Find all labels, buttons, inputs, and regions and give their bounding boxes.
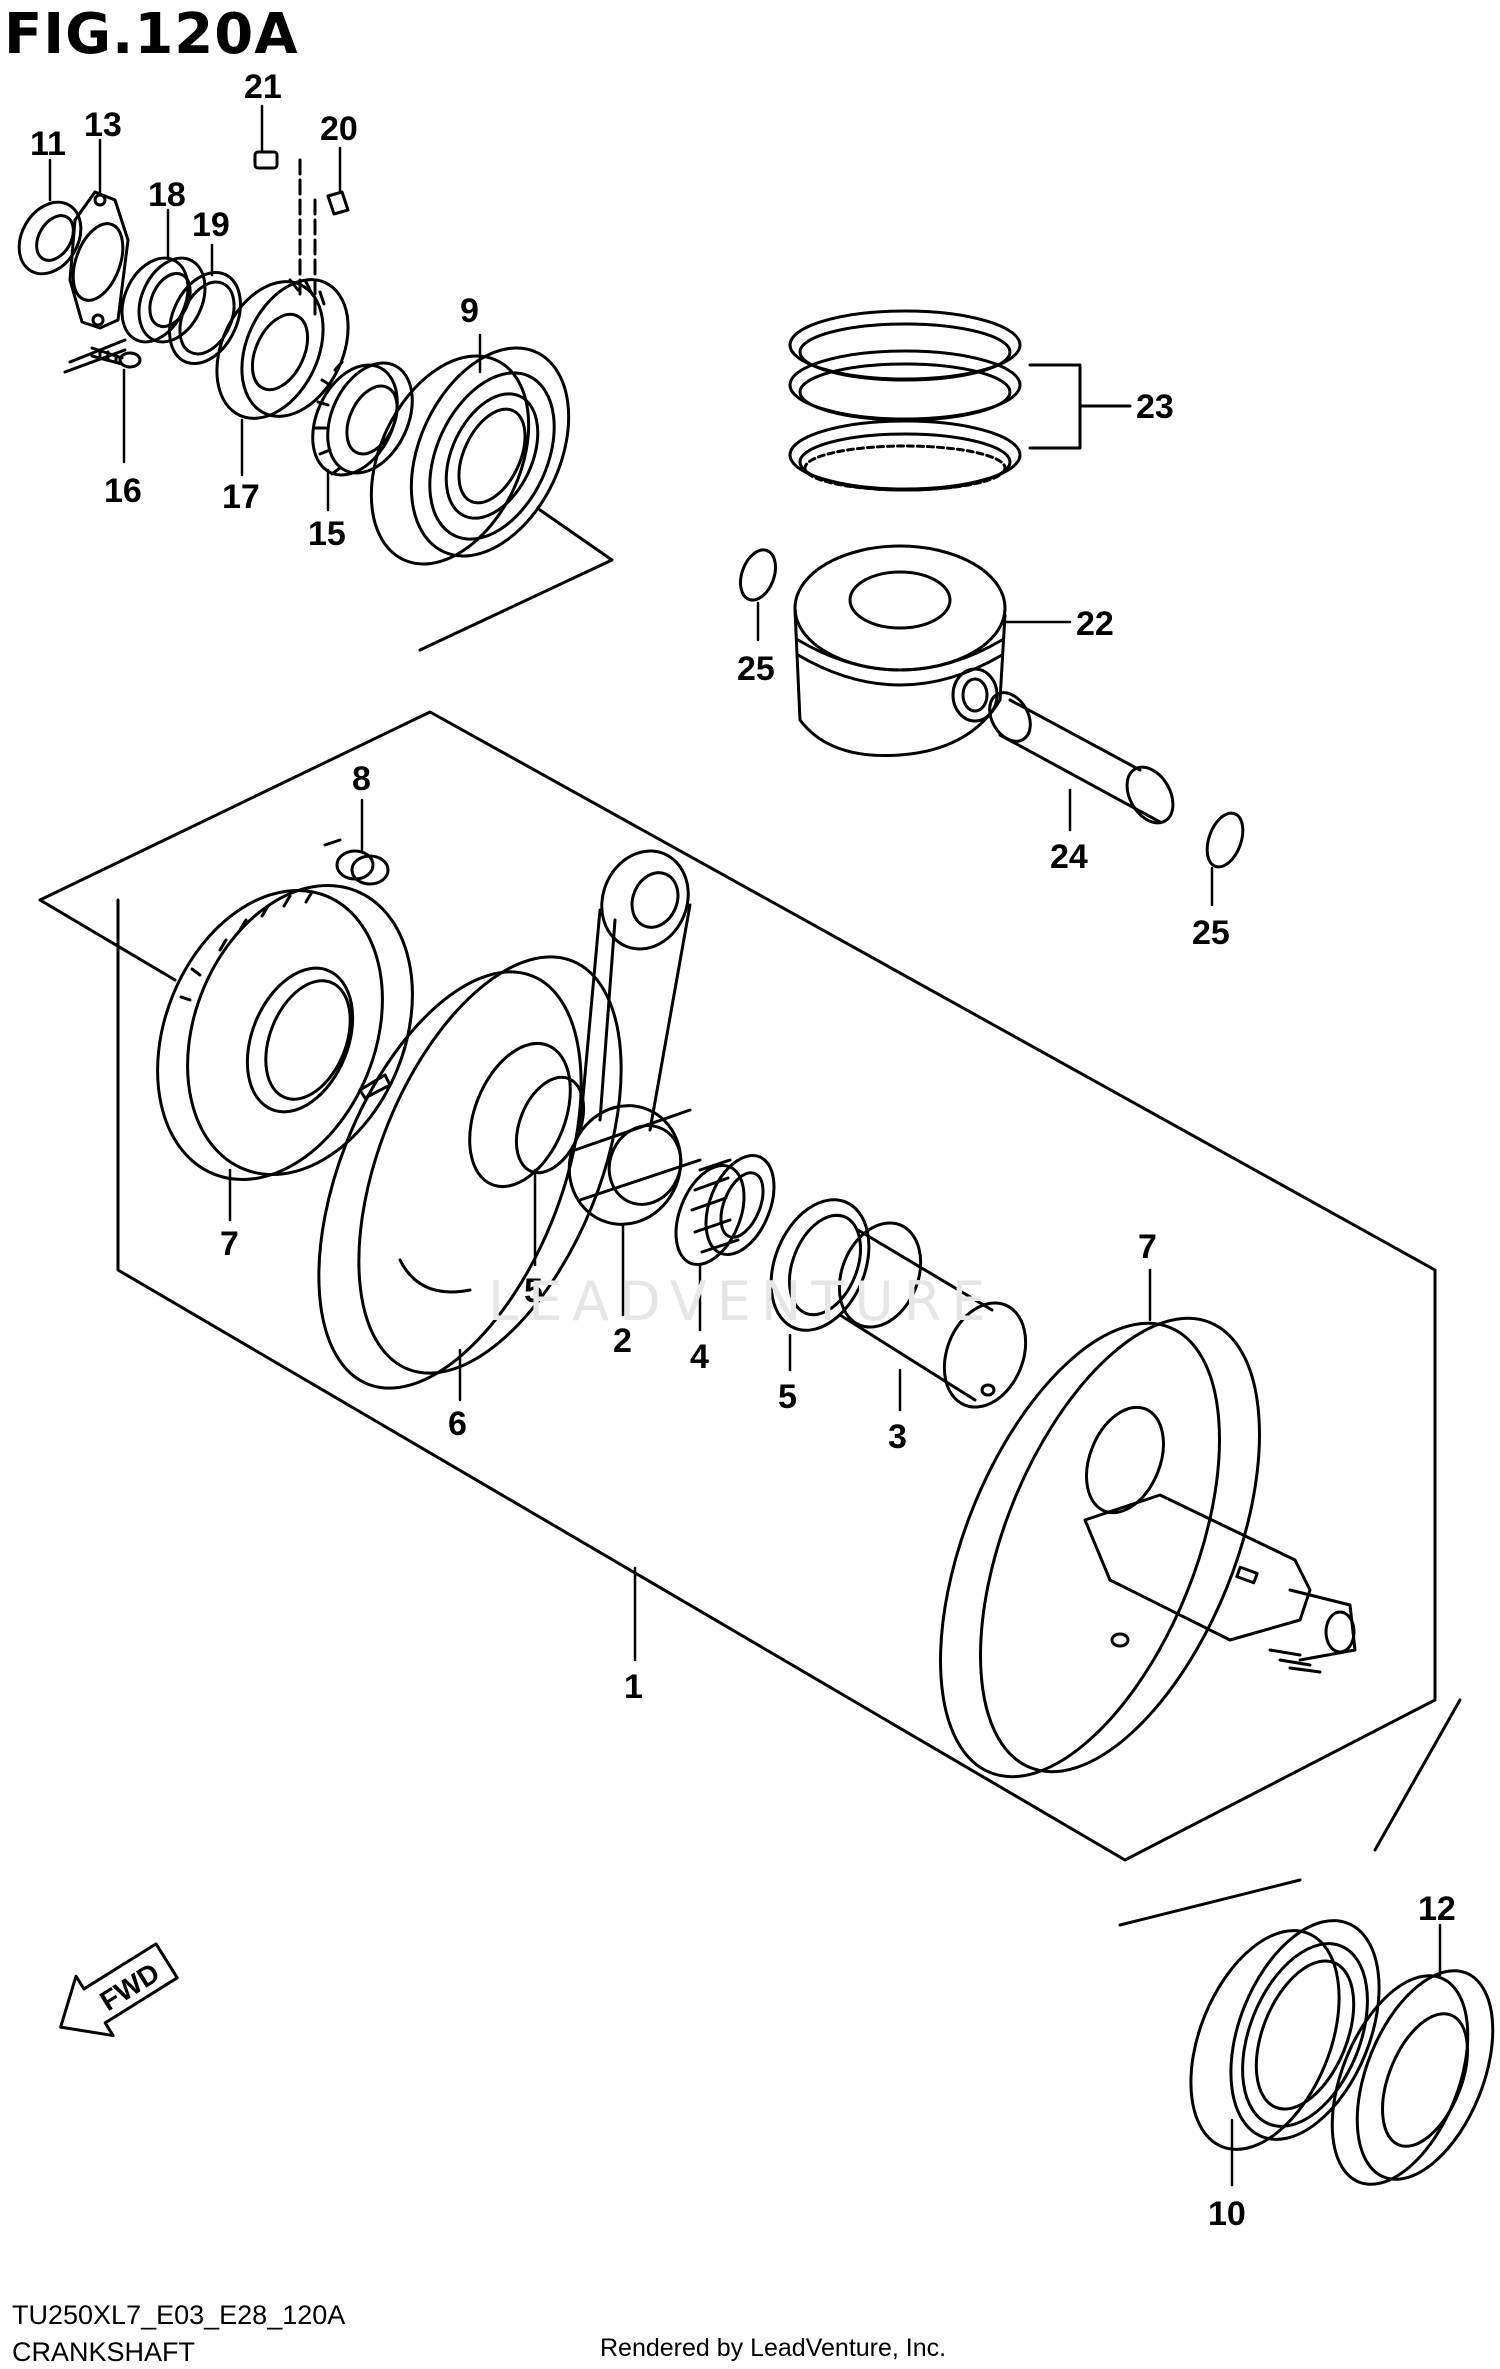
retainer-plate-14 bbox=[68, 190, 130, 330]
render-credit: Rendered by LeadVenture, Inc. bbox=[600, 2334, 947, 2362]
callout-2: 2 bbox=[613, 1322, 632, 1360]
callout-19: 18 bbox=[148, 176, 186, 214]
callout-20: 19 bbox=[192, 206, 230, 244]
callout-22: 22 bbox=[1076, 605, 1114, 643]
callout-6: 6 bbox=[448, 1405, 467, 1443]
circlip-25-lower bbox=[1205, 811, 1245, 869]
callout-4: 4 bbox=[690, 1338, 709, 1376]
crank-internals bbox=[156, 838, 1357, 1779]
callout-3: 3 bbox=[888, 1418, 907, 1456]
callout-7: 7 bbox=[1138, 1228, 1157, 1266]
needle-bearing-4 bbox=[674, 1153, 776, 1267]
callout-18: 17 bbox=[222, 478, 260, 516]
callout-17: 20 bbox=[320, 110, 358, 148]
callout-5-right: 5 bbox=[778, 1378, 797, 1416]
callout-12: 11 bbox=[30, 125, 66, 163]
callout-24: 24 bbox=[1050, 838, 1088, 876]
callout-14: 13 bbox=[84, 106, 122, 144]
signal-rotor-8 bbox=[156, 883, 414, 1182]
fwd-arrow: FWD bbox=[59, 1942, 179, 2038]
callout-10: 9 bbox=[460, 292, 479, 330]
callout-25-lower: 25 bbox=[1192, 914, 1230, 952]
model-code: TU250XL7_E03_E28_120A bbox=[12, 2300, 346, 2330]
piston-22 bbox=[793, 544, 1007, 758]
ring-bracket bbox=[1028, 363, 1082, 450]
circlip-25-upper bbox=[739, 548, 777, 602]
crankshaft-assembly-box bbox=[38, 710, 1462, 1927]
callout-16: 15 bbox=[308, 515, 346, 553]
figure-title: FIG.120A bbox=[4, 2, 299, 67]
callout-25-upper: 25 bbox=[737, 650, 775, 688]
callout-labels: 11 13 18 19 21 20 9 16 17 15 23 22 25 24… bbox=[30, 68, 1456, 2233]
callout-23: 23 bbox=[1136, 388, 1174, 426]
key-21 bbox=[253, 150, 279, 170]
top-left-drive-group bbox=[17, 150, 614, 652]
leader-lines bbox=[48, 104, 1442, 2187]
crank-web-6 bbox=[317, 955, 623, 1390]
callout-11: 10 bbox=[1208, 2195, 1246, 2233]
callout-13: 12 bbox=[1418, 1890, 1456, 1928]
callout-21: 21 bbox=[244, 68, 282, 106]
crank-web-7 bbox=[939, 1316, 1357, 1779]
key-9 bbox=[323, 838, 390, 886]
callout-15: 16 bbox=[104, 472, 142, 510]
crank-pin-3 bbox=[837, 1221, 1028, 1409]
thrust-washer-5-right bbox=[769, 1198, 871, 1332]
callout-1: 1 bbox=[624, 1668, 643, 1706]
piston-pin-24 bbox=[988, 691, 1175, 825]
section-name: CRANKSHAFT bbox=[12, 2337, 196, 2367]
connecting-rod-2 bbox=[567, 849, 702, 1226]
callout-8: 7 bbox=[220, 1225, 239, 1263]
oil-seal-13 bbox=[1330, 1969, 1495, 2186]
bearing-11 bbox=[1189, 1919, 1381, 2151]
piston-rings-23 bbox=[788, 309, 1022, 492]
key-17 bbox=[326, 190, 350, 216]
watermark-text: LEADVENTURE bbox=[488, 1270, 996, 1333]
balancer-drive-gear-16 bbox=[311, 360, 414, 477]
callout-5-left: 5 bbox=[524, 1272, 543, 1310]
bearing-10 bbox=[369, 346, 571, 566]
oil-seal-12 bbox=[17, 200, 83, 276]
piston-group bbox=[739, 309, 1245, 869]
callout-9: 8 bbox=[352, 760, 371, 798]
